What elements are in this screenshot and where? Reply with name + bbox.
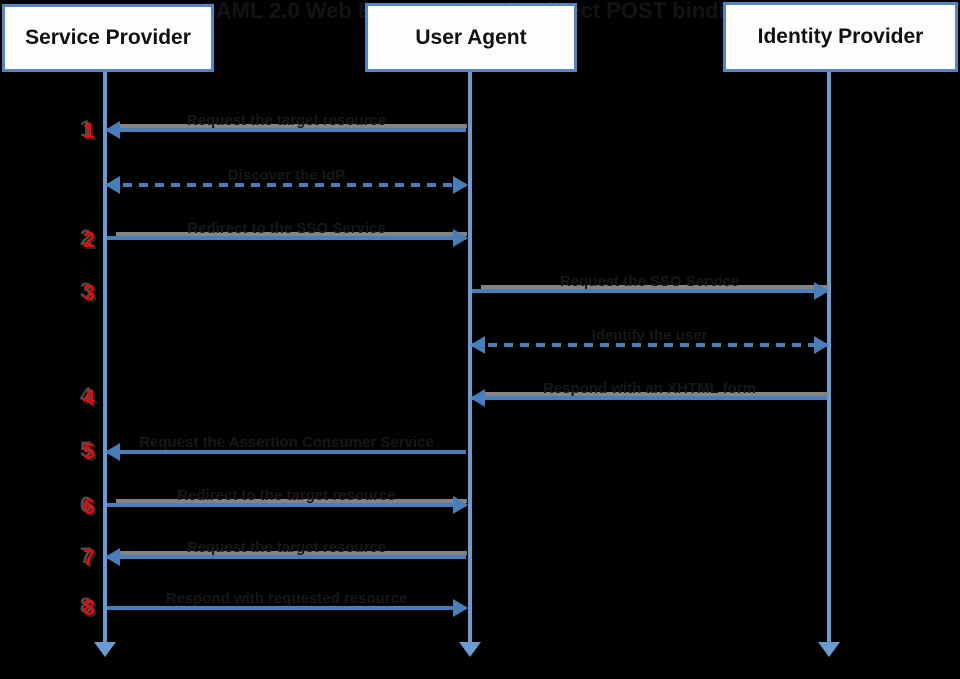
message-arrow-step-1: Request the target resource	[105, 112, 467, 139]
message-label: Respond with an XHTML form	[542, 380, 757, 397]
lifeline-service-provider	[103, 72, 107, 642]
arrowhead-right-icon	[814, 336, 829, 354]
message-label: Request the target resource	[186, 539, 387, 556]
arrow-line	[107, 450, 466, 454]
arrowhead-left-icon	[105, 176, 120, 194]
actor-box-user-agent: User Agent	[365, 3, 577, 72]
lifeline-arrowhead-down-icon	[459, 642, 481, 657]
message-arrow-step-5: Request the Assertion Consumer Service	[105, 434, 466, 461]
message-label: Redirect to the target resource	[177, 487, 396, 504]
arrow-shadow	[481, 392, 828, 396]
arrow-shadow	[481, 285, 828, 289]
arrow-line	[107, 606, 466, 610]
arrow-line-dashed	[107, 183, 466, 187]
step-number-8: 8	[82, 595, 96, 620]
arrow-shadow	[116, 124, 467, 128]
arrowhead-left-icon	[105, 548, 120, 566]
message-label: Identify the user	[591, 327, 708, 344]
arrowhead-left-icon	[470, 336, 485, 354]
message-arrow-identify-user: Identify the user	[470, 327, 829, 354]
lifeline-arrowhead-down-icon	[818, 642, 840, 657]
arrow-line	[107, 128, 466, 132]
arrowhead-right-icon	[453, 176, 468, 194]
message-arrow-step-4: Respond with an XHTML form	[470, 380, 828, 407]
arrowhead-left-icon	[470, 389, 485, 407]
step-number-5: 5	[82, 439, 96, 464]
arrow-line	[107, 503, 466, 507]
actor-label-service-provider: Service Provider	[25, 26, 191, 49]
arrowhead-right-icon	[814, 282, 829, 300]
message-label: Request the Assertion Consumer Service	[139, 434, 434, 451]
lifeline-arrowhead-down-icon	[94, 642, 116, 657]
step-number-3: 3	[82, 280, 96, 305]
message-arrow-discover-idp: Discover the IdP	[105, 167, 468, 194]
arrowhead-right-icon	[453, 599, 468, 617]
arrow-line	[107, 236, 466, 240]
arrowhead-left-icon	[105, 121, 120, 139]
arrowhead-right-icon	[453, 229, 468, 247]
message-label: Respond with requested resource	[165, 590, 408, 607]
arrow-line-dashed	[472, 343, 827, 347]
actor-box-identity-provider: Identity Provider	[723, 2, 958, 72]
message-arrow-step-7: Request the target resource	[105, 539, 467, 566]
arrow-shadow	[116, 551, 467, 555]
arrow-line	[107, 555, 466, 559]
message-label: Request the target resource	[186, 112, 387, 129]
lifeline-identity-provider	[827, 72, 831, 642]
lifeline-user-agent	[468, 72, 472, 642]
message-label: Discover the IdP	[227, 167, 346, 184]
arrowhead-right-icon	[453, 496, 468, 514]
actor-box-service-provider: Service Provider	[2, 4, 214, 72]
step-number-1: 1	[82, 118, 96, 143]
actor-label-user-agent: User Agent	[415, 25, 527, 49]
step-number-7: 7	[82, 545, 96, 570]
step-number-2: 2	[82, 227, 96, 252]
message-label: Redirect to the SSO Service	[187, 220, 386, 237]
actor-label-identity-provider: Identity Provider	[757, 25, 924, 48]
arrow-shadow	[116, 232, 467, 236]
step-number-6: 6	[82, 494, 96, 519]
message-label: Request the SSO Service	[559, 273, 740, 290]
arrow-line	[472, 289, 827, 293]
message-arrow-step-6: Redirect to the target resource	[107, 487, 468, 514]
arrowhead-left-icon	[105, 443, 120, 461]
arrow-shadow	[116, 499, 467, 503]
message-arrow-step-8: Respond with requested resource	[107, 590, 468, 617]
arrow-line	[472, 396, 827, 400]
message-arrow-step-2: Redirect to the SSO Service	[107, 220, 468, 247]
step-number-4: 4	[82, 385, 96, 410]
message-arrow-step-3: Request the SSO Service	[472, 273, 829, 300]
